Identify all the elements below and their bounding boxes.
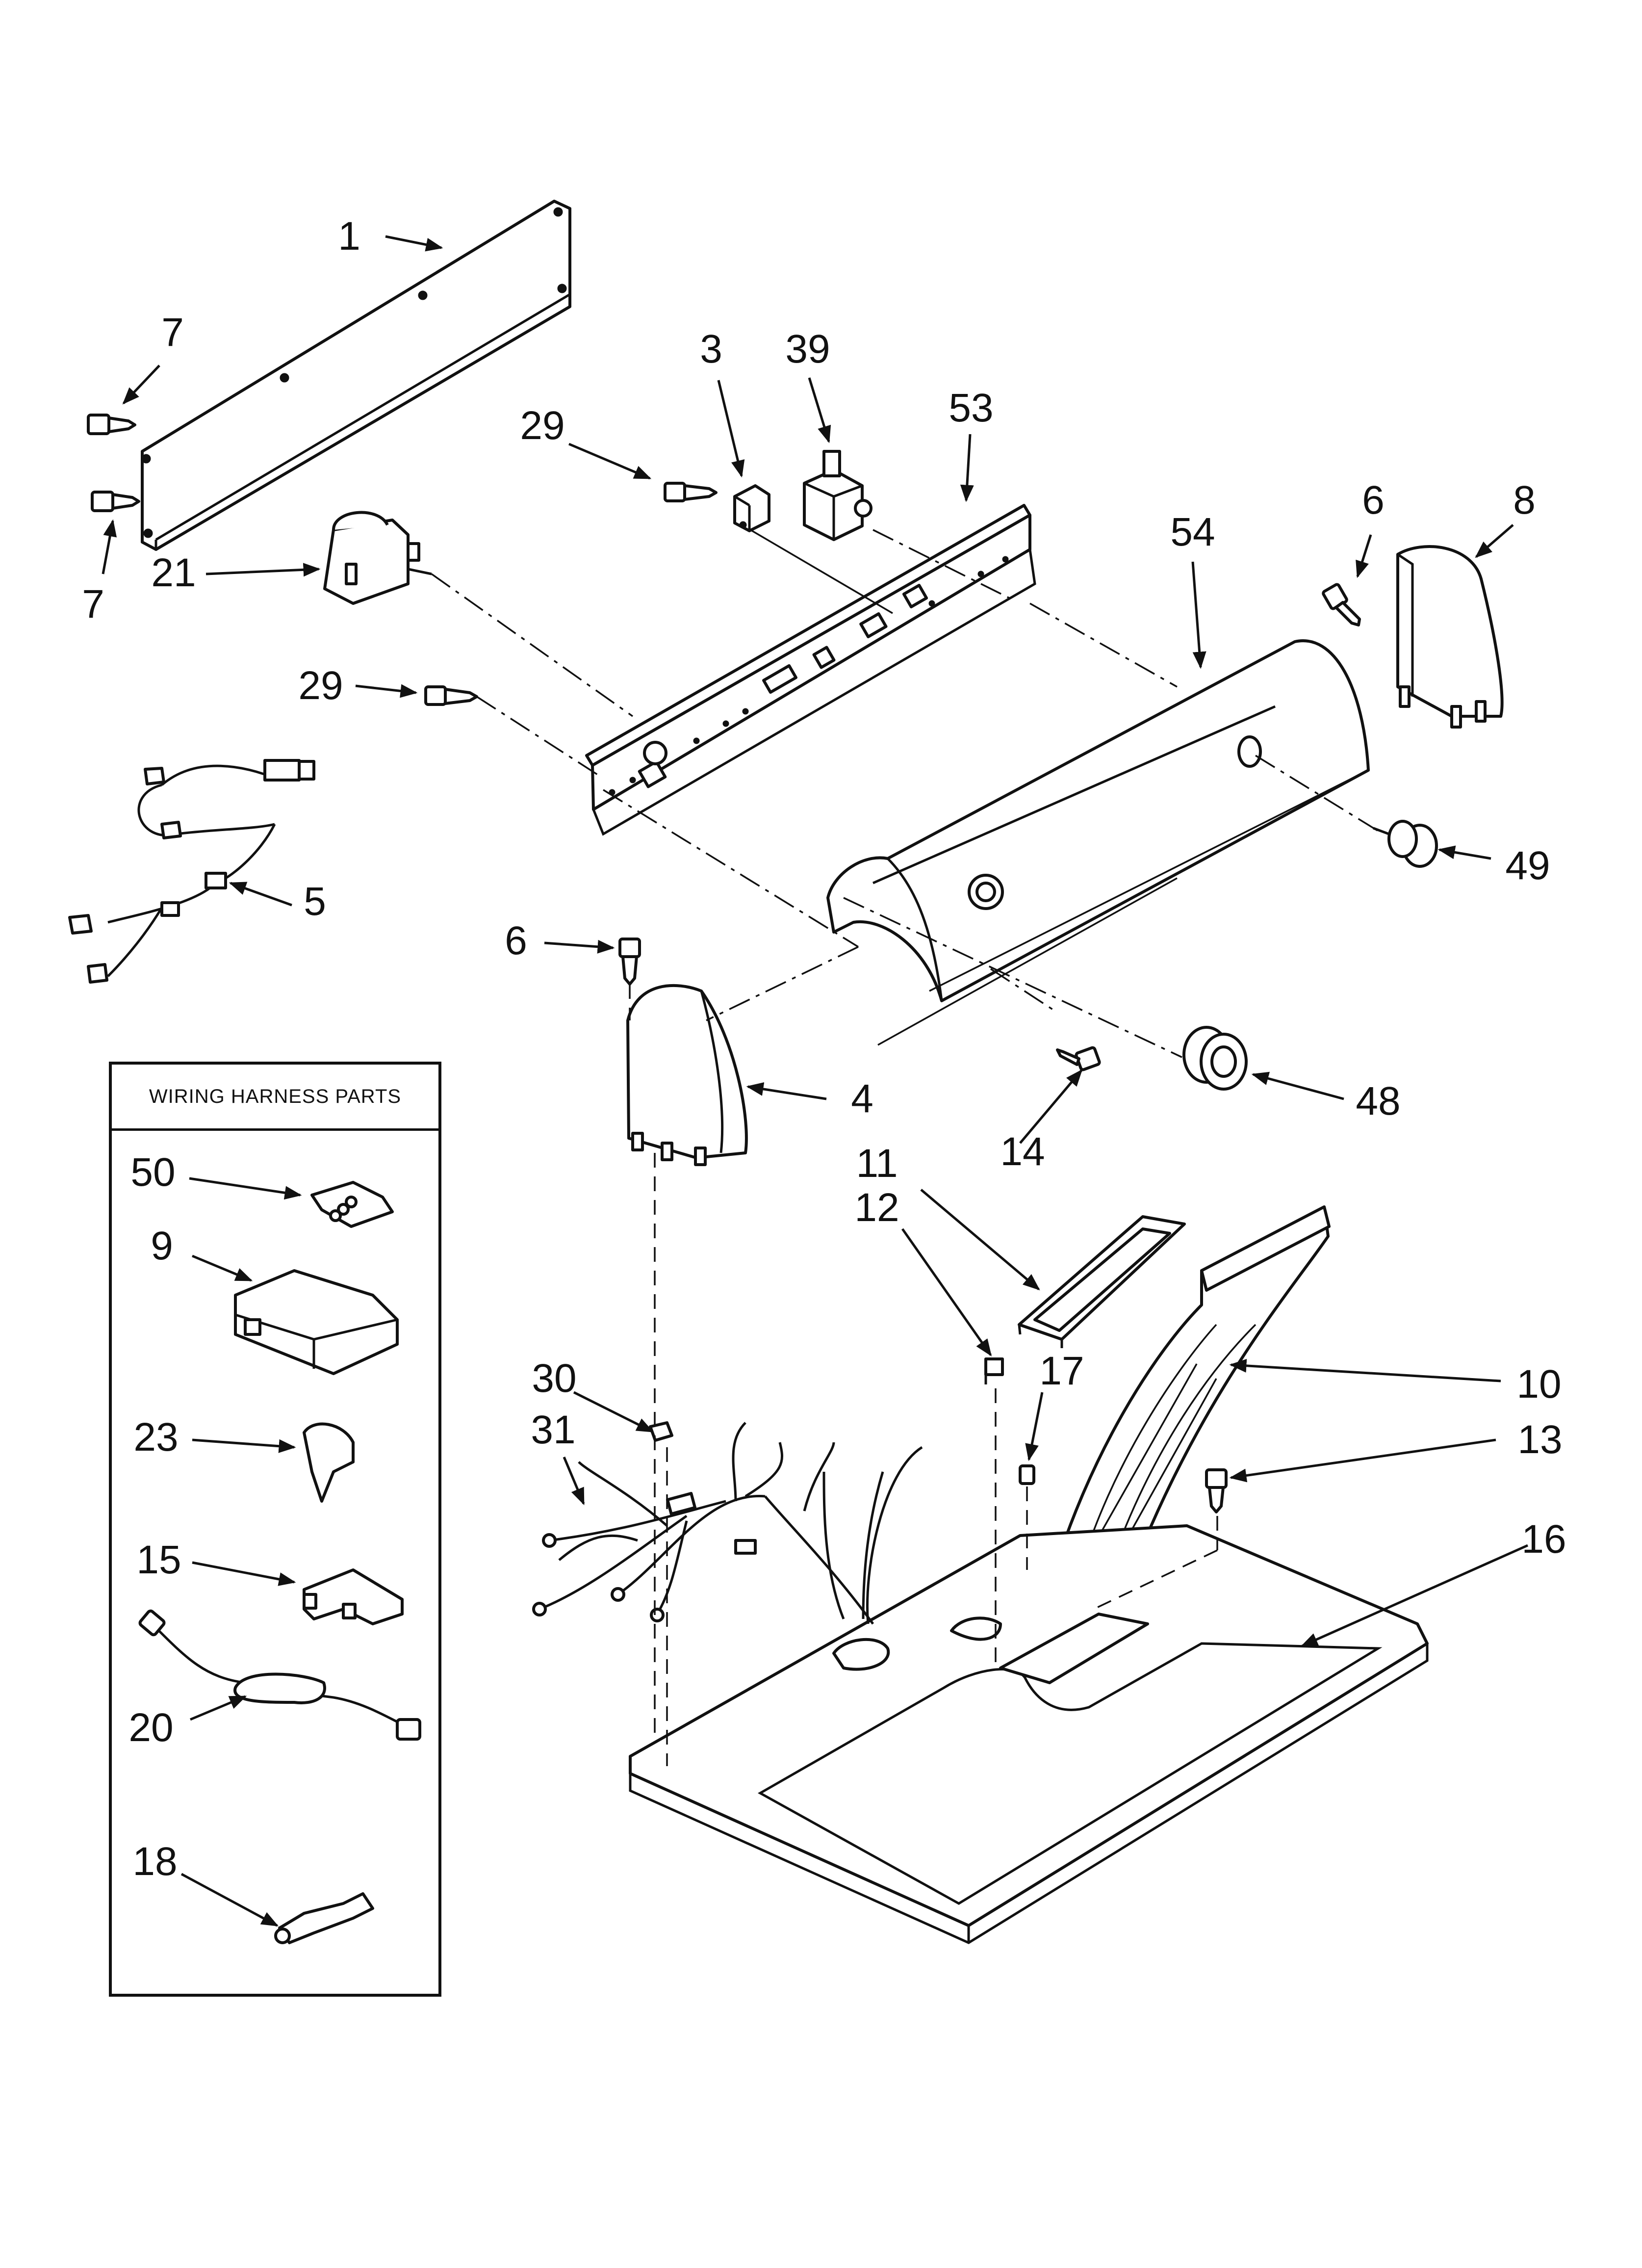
connector-15-part xyxy=(303,1568,404,1625)
callout-48: 48 xyxy=(1356,1079,1401,1123)
callout-17: 17 xyxy=(1039,1349,1084,1393)
end-cap-8-part xyxy=(1396,545,1504,729)
callout-6b: 6 xyxy=(505,918,527,963)
callout-15: 15 xyxy=(136,1538,181,1582)
callout-50: 50 xyxy=(130,1150,176,1195)
screw-29-upper xyxy=(664,482,718,502)
clip-30-part xyxy=(649,1421,673,1442)
callout-20: 20 xyxy=(128,1705,174,1750)
screw-13-part xyxy=(1205,1468,1228,1513)
switch-39-part xyxy=(803,450,872,541)
callout-6a: 6 xyxy=(1362,478,1385,522)
callout-1: 1 xyxy=(338,214,360,259)
callout-54: 54 xyxy=(1170,510,1215,554)
callout-18: 18 xyxy=(132,1839,178,1884)
callout-10: 10 xyxy=(1516,1362,1562,1407)
callout-5: 5 xyxy=(304,879,326,924)
cable-20-part xyxy=(138,1609,421,1741)
callout-29b: 29 xyxy=(298,663,343,708)
console-54-part xyxy=(826,639,1370,1002)
top-panel-16-part xyxy=(629,1524,1429,1944)
callout-21: 21 xyxy=(151,550,196,595)
callout-7a: 7 xyxy=(161,310,184,355)
timer-21-part xyxy=(323,511,432,605)
screw-17-part xyxy=(1019,1464,1035,1485)
screw-6-upper xyxy=(1322,583,1361,626)
screw-7-upper xyxy=(87,414,136,435)
callout-8: 8 xyxy=(1513,478,1536,522)
terminal-18-part xyxy=(274,1892,374,1944)
callout-31: 31 xyxy=(531,1408,576,1452)
end-cap-4-part xyxy=(626,984,748,1166)
callout-16: 16 xyxy=(1521,1517,1566,1562)
callout-11: 11 xyxy=(856,1141,898,1186)
clip-12-part xyxy=(984,1357,1004,1384)
connector-block-9-part xyxy=(234,1269,399,1375)
callout-30: 30 xyxy=(532,1356,577,1401)
clip-23-part xyxy=(303,1422,355,1503)
connector-50-part xyxy=(310,1181,394,1228)
rear-panel-part xyxy=(141,200,571,551)
callout-49: 49 xyxy=(1505,843,1550,888)
screw-6-lower xyxy=(618,938,641,986)
callout-23: 23 xyxy=(133,1415,179,1460)
callout-12: 12 xyxy=(854,1185,899,1230)
lint-screen-11-part xyxy=(1018,1215,1186,1348)
knob-49-part xyxy=(1373,820,1438,868)
wiring-harness-5-part xyxy=(68,759,315,984)
console-bracket-53-part xyxy=(585,504,1036,836)
screw-7-lower xyxy=(91,491,140,512)
main-harness-31-part xyxy=(532,1422,923,1625)
assembly-lines xyxy=(431,529,1384,1766)
callout-7b: 7 xyxy=(82,582,104,626)
callout-3: 3 xyxy=(700,327,722,371)
callout-13: 13 xyxy=(1517,1417,1563,1462)
knob-48-part xyxy=(1182,1026,1248,1091)
callout-9: 9 xyxy=(151,1224,173,1268)
callout-53: 53 xyxy=(949,386,994,430)
wiring-harness-parts-box: WIRING HARNESS PARTS xyxy=(109,1062,441,1997)
bracket-3-part xyxy=(733,484,770,532)
screw-29-lower xyxy=(424,685,478,706)
callout-29a: 29 xyxy=(520,403,565,448)
screw-14-part xyxy=(1056,1046,1101,1071)
callout-4: 4 xyxy=(851,1076,873,1121)
wiring-harness-parts-title: WIRING HARNESS PARTS xyxy=(112,1065,438,1131)
leader-lines xyxy=(102,235,1529,1927)
callout-39: 39 xyxy=(785,327,830,371)
callout-14: 14 xyxy=(1000,1129,1045,1174)
